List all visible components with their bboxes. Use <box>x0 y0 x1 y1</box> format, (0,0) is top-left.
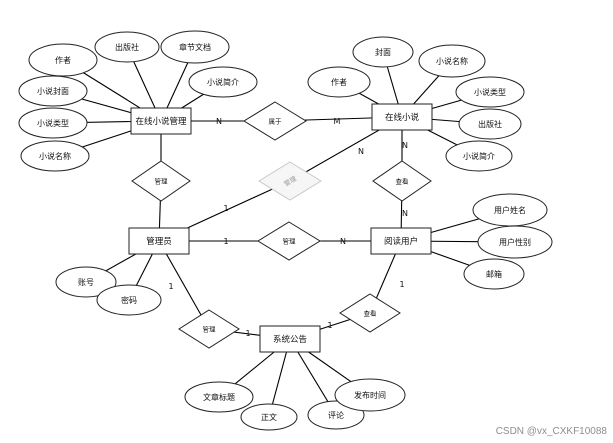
relationship-r-manage-faded: 管理 <box>258 161 322 201</box>
entity-notice: 系统公告 <box>259 325 321 353</box>
attribute-a-intro1: 小说简介 <box>188 66 258 98</box>
cardinality-label: 1 <box>245 329 250 338</box>
attribute-label: 封面 <box>375 47 391 57</box>
attribute-label: 小说简介 <box>207 77 239 87</box>
attribute-a-author1: 作者 <box>28 43 98 77</box>
attribute-a-title: 文章标题 <box>184 381 254 413</box>
attribute-label: 用户姓名 <box>494 205 526 215</box>
relationship-label: 属于 <box>269 118 283 126</box>
attribute-a-author2: 作者 <box>307 66 371 98</box>
relationship-label: 管理 <box>203 325 217 334</box>
cardinality-label: 1 <box>327 321 332 330</box>
attribute-a-chapter: 章节文档 <box>160 30 230 64</box>
attribute-a-gender: 用户性别 <box>477 225 553 259</box>
watermark: CSDN @vx_CXKF10088 <box>495 426 607 437</box>
attribute-label: 出版社 <box>115 42 139 52</box>
attribute-label: 小说类型 <box>474 87 506 97</box>
relationship-r-manage1: 管理 <box>131 160 191 202</box>
attribute-a-type1: 小说类型 <box>18 107 88 139</box>
entity-novel: 在线小说 <box>371 103 433 131</box>
attribute-label: 用户性别 <box>499 237 531 247</box>
attribute-a-name2: 小说名称 <box>418 44 486 78</box>
diagram-nodes: 作者出版社章节文档小说简介小说封面小说类型小说名称封面小说名称作者小说类型出版社… <box>18 30 553 431</box>
connector-line <box>158 240 210 330</box>
cardinality-label: N <box>340 237 346 246</box>
attribute-label: 文章标题 <box>203 392 235 402</box>
attribute-label: 出版社 <box>478 119 502 129</box>
cardinality-label: N <box>216 117 222 126</box>
relationship-label: 管理 <box>155 177 169 186</box>
cardinality-label: N <box>402 209 408 218</box>
attribute-label: 章节文档 <box>179 42 211 52</box>
cardinality-label: 1 <box>223 204 228 213</box>
attribute-label: 作者 <box>55 55 71 65</box>
cardinality-label: N <box>358 147 364 156</box>
attribute-a-name1: 小说名称 <box>20 140 90 172</box>
attribute-a-publisher1: 出版社 <box>94 31 160 63</box>
attribute-label: 邮箱 <box>486 269 502 279</box>
cardinality-label: 1 <box>223 237 228 246</box>
cardinality-label: 1 <box>399 280 404 289</box>
attribute-label: 账号 <box>78 278 94 287</box>
entity-label: 在线小说管理 <box>135 116 187 127</box>
entity-admin: 管理员 <box>128 227 190 255</box>
attribute-a-publisher2: 出版社 <box>458 108 522 140</box>
attribute-label: 小说简介 <box>463 151 495 161</box>
attribute-a-time: 发布时间 <box>334 378 406 412</box>
attribute-label: 正文 <box>261 412 277 422</box>
relationship-r-manage3: 管理 <box>178 309 240 349</box>
attribute-label: 发布时间 <box>354 390 386 400</box>
entity-label: 系统公告 <box>273 334 307 345</box>
attribute-a-cover2: 封面 <box>352 36 414 68</box>
cardinality-label: 1 <box>168 282 173 291</box>
attribute-label: 小说封面 <box>37 86 69 96</box>
relationship-r-view1: 查看 <box>372 160 432 202</box>
entity-label: 管理员 <box>146 236 172 247</box>
entity-label: 阅读用户 <box>384 236 418 247</box>
entity-novel-mgmt: 在线小说管理 <box>130 107 192 135</box>
attribute-a-type2: 小说类型 <box>455 76 525 108</box>
attribute-a-password: 密码 <box>96 284 162 316</box>
attribute-label: 小说名称 <box>39 151 71 161</box>
attribute-label: 密码 <box>121 295 137 305</box>
cardinality-label: N <box>402 141 408 150</box>
attribute-label: 作者 <box>331 77 347 87</box>
relationship-r-belong: 属于 <box>243 101 307 141</box>
attribute-a-intro2: 小说简介 <box>445 140 513 172</box>
relationship-label: 查看 <box>396 177 410 186</box>
attribute-label: 评论 <box>328 410 344 420</box>
cardinality-label: M <box>334 117 341 126</box>
attribute-a-body: 正文 <box>240 403 298 431</box>
relationship-label: 管理 <box>283 237 297 246</box>
attribute-a-account: 账号 <box>55 266 117 298</box>
attribute-a-cover1: 小说封面 <box>18 75 88 107</box>
attribute-label: 小说名称 <box>436 56 468 66</box>
attribute-label: 小说类型 <box>37 118 69 128</box>
attribute-a-username: 用户姓名 <box>472 193 548 227</box>
relationship-r-manage2: 管理 <box>257 221 321 261</box>
entity-reader: 阅读用户 <box>370 227 432 255</box>
entity-label: 在线小说 <box>385 112 420 123</box>
relationship-label: 查看 <box>364 309 378 318</box>
attribute-a-email: 邮箱 <box>463 258 525 290</box>
relationship-r-view2: 查看 <box>339 293 401 333</box>
